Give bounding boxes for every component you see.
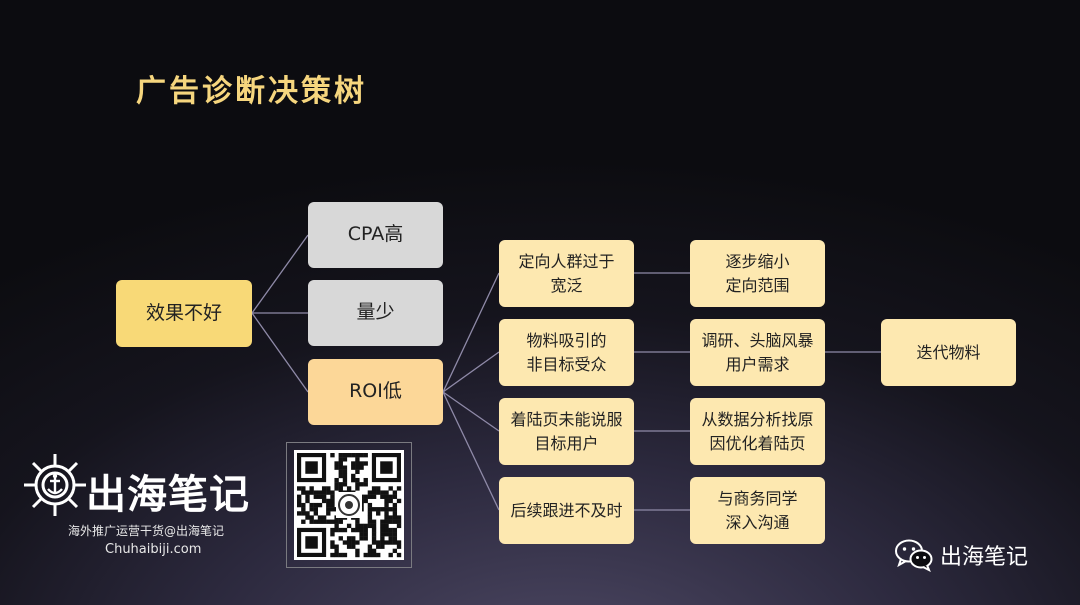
link-roi-cause-1: [442, 272, 500, 393]
cause-node-1: 定向人群过于 宽泛: [499, 240, 634, 307]
wechat-account-name: 出海笔记: [940, 545, 1029, 570]
qr-code: [294, 450, 404, 560]
action-node-2: 调研、头脑风暴 用户需求: [690, 319, 825, 386]
node-roi-low: ROI低: [308, 359, 443, 425]
action-node-1: 逐步缩小 定向范围: [690, 240, 825, 307]
action-node-3: 从数据分析找原 因优化着陆页: [690, 398, 825, 465]
link-roi-cause-4: [442, 391, 500, 511]
link-root-roi: [251, 312, 309, 393]
brand-tagline: 海外推广运营干货@出海笔记: [68, 524, 225, 538]
qr-code-frame: [286, 442, 412, 568]
cause-node-3: 着陆页未能说服 目标用户: [499, 398, 634, 465]
cause-node-2: 物料吸引的 非目标受众: [499, 319, 634, 386]
wechat-account: 出海笔记: [894, 538, 1028, 572]
wechat-icon: [895, 539, 933, 572]
root-node: 效果不好: [116, 280, 252, 347]
node-low-volume: 量少: [308, 280, 443, 346]
action-node-4: 与商务同学 深入沟通: [690, 477, 825, 544]
link-roi-cause-2: [442, 351, 500, 393]
brand-name: 出海笔记: [86, 472, 250, 518]
link-root-cpa: [251, 234, 309, 314]
node-cpa-high: CPA高: [308, 202, 443, 268]
brand-site: Chuhaibiji.com: [105, 542, 202, 557]
ship-wheel-icon: [24, 454, 86, 516]
cause-node-4: 后续跟进不及时: [499, 477, 634, 544]
qr-code-icon: [297, 453, 402, 558]
page-title: 广告诊断决策树: [136, 74, 367, 109]
link-roi-cause-3: [442, 391, 500, 432]
final-node: 迭代物料: [881, 319, 1016, 386]
